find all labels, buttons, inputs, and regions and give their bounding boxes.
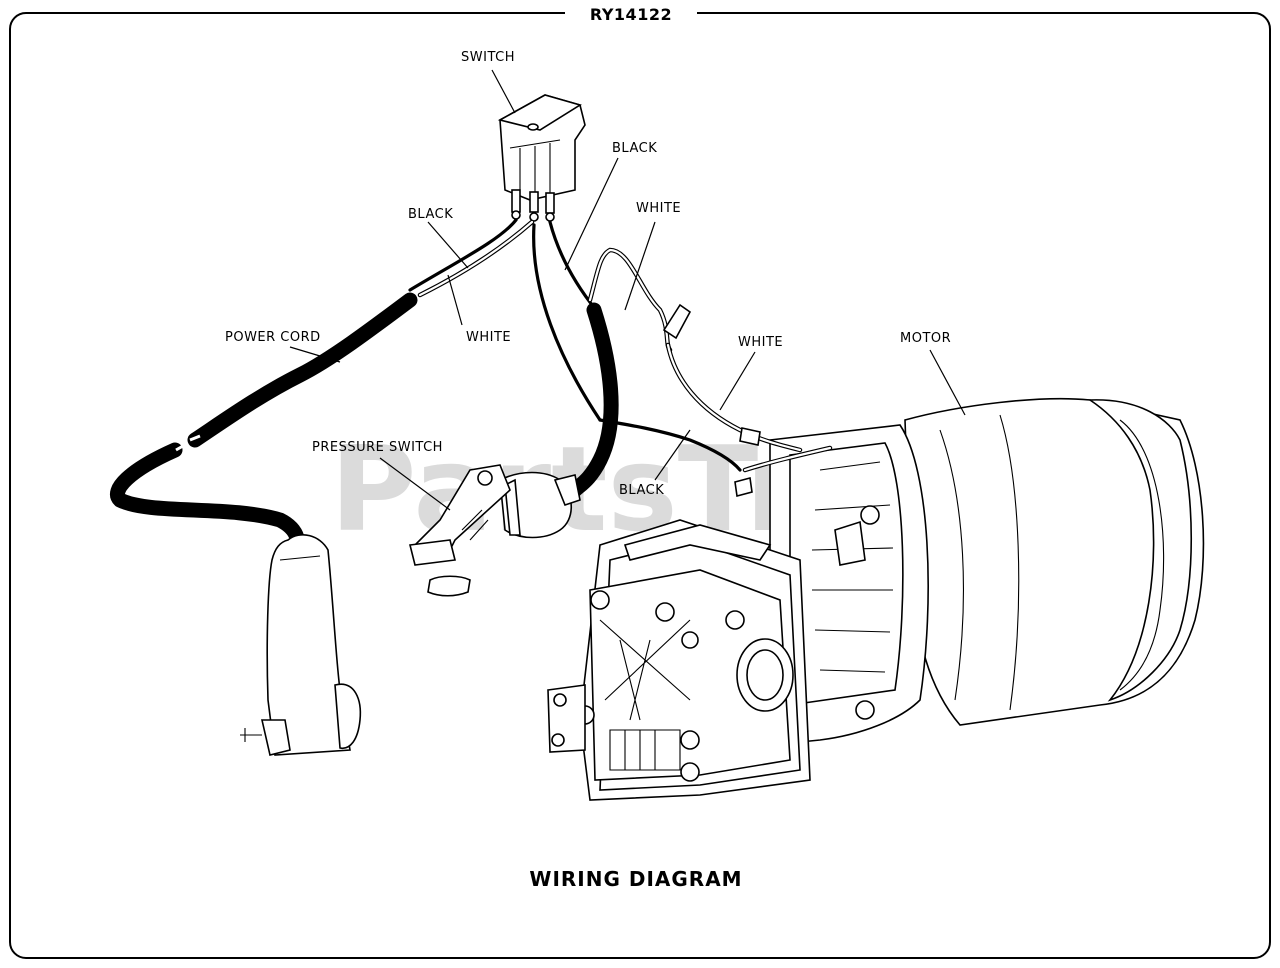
pump-assembly [547,519,811,801]
label-black-bottom: BLACK [619,483,664,498]
label-black-top-right: BLACK [612,141,657,156]
diagram-caption: WIRING DIAGRAM [529,867,742,891]
pressure-switch [409,464,581,597]
label-black-left: BLACK [408,207,453,222]
label-white-motor: WHITE [738,335,783,350]
label-white-middle: WHITE [466,330,511,345]
motor-end-bell [769,424,929,746]
document-id: RY14122 [590,5,672,24]
label-power-cord: POWER CORD [225,330,321,345]
power-plug [240,534,362,756]
label-pressure-switch: PRESSURE SWITCH [312,440,443,455]
power-cord [110,292,418,563]
switch-component [497,94,586,222]
switch-wiring [408,218,833,498]
leader-lines [289,69,966,511]
title-tab-background [565,2,697,26]
label-switch: SWITCH [461,50,515,65]
label-motor: MOTOR [900,331,951,346]
label-white-top-right: WHITE [636,201,681,216]
motor [904,397,1205,726]
